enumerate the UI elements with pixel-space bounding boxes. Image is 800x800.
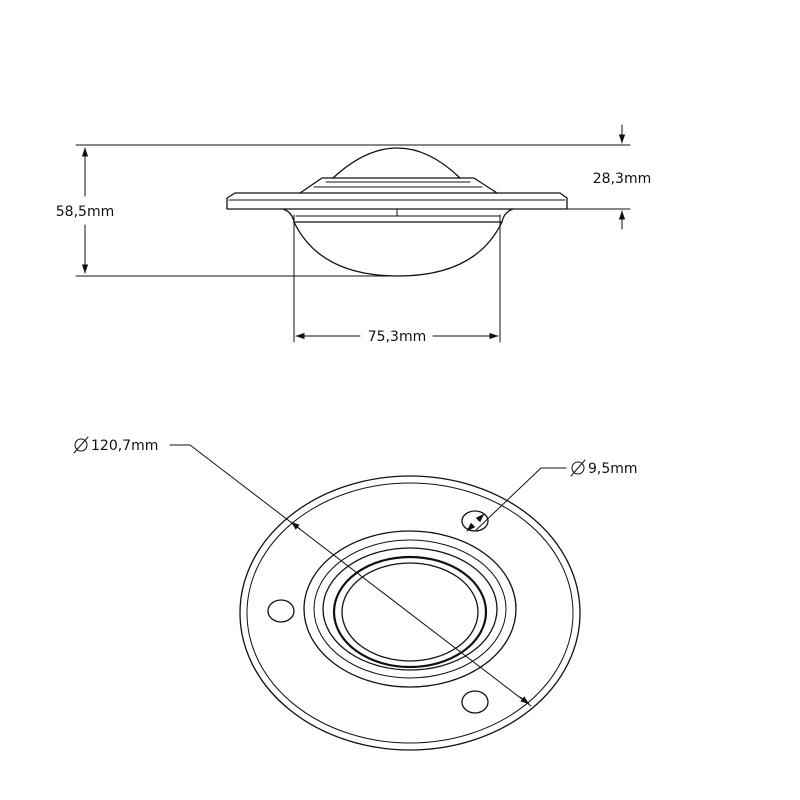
ball-width-label: 75,3mm — [368, 329, 426, 345]
dimension-outer-diameter: 120,7mm — [73, 436, 532, 707]
top-view: 120,7mm 9,5mm — [73, 436, 640, 751]
flange-height-label: 28,3mm — [593, 171, 651, 187]
ball-bottom — [293, 221, 503, 277]
ball-opening-inner — [341, 562, 479, 662]
housing-cap — [299, 177, 498, 194]
dimension-overall-height: 58,5mm — [53, 144, 631, 277]
label-backdrop — [53, 203, 117, 221]
ball-opening-outer — [332, 555, 488, 669]
side-view: 58,5mm 28,3mm 75,3mm — [53, 124, 654, 346]
diameter-icon — [73, 436, 89, 454]
label-backdrop — [365, 328, 429, 346]
diameter-icon — [570, 459, 586, 477]
label-backdrop — [590, 170, 654, 188]
housing-ring-outer — [303, 530, 517, 688]
hole-diameter-label: 9,5mm — [588, 461, 638, 477]
overall-height-label: 58,5mm — [56, 204, 114, 220]
label-backdrop — [586, 460, 640, 478]
housing-ring-inner — [322, 547, 498, 671]
dimension-flange-height: 28,3mm — [566, 124, 654, 230]
ball-top-dome — [332, 147, 461, 179]
dimension-ball-width: 75,3mm — [293, 214, 501, 346]
mounting-hole-bottom — [461, 690, 489, 714]
flange-outer-edge — [239, 475, 581, 751]
dimension-hole-diameter: 9,5mm — [466, 459, 640, 532]
label-backdrop — [89, 437, 161, 455]
lower-housing — [282, 208, 514, 223]
flange-plate — [226, 192, 568, 210]
mounting-hole-left — [267, 599, 295, 623]
outer-diameter-label: 120,7mm — [91, 438, 158, 454]
